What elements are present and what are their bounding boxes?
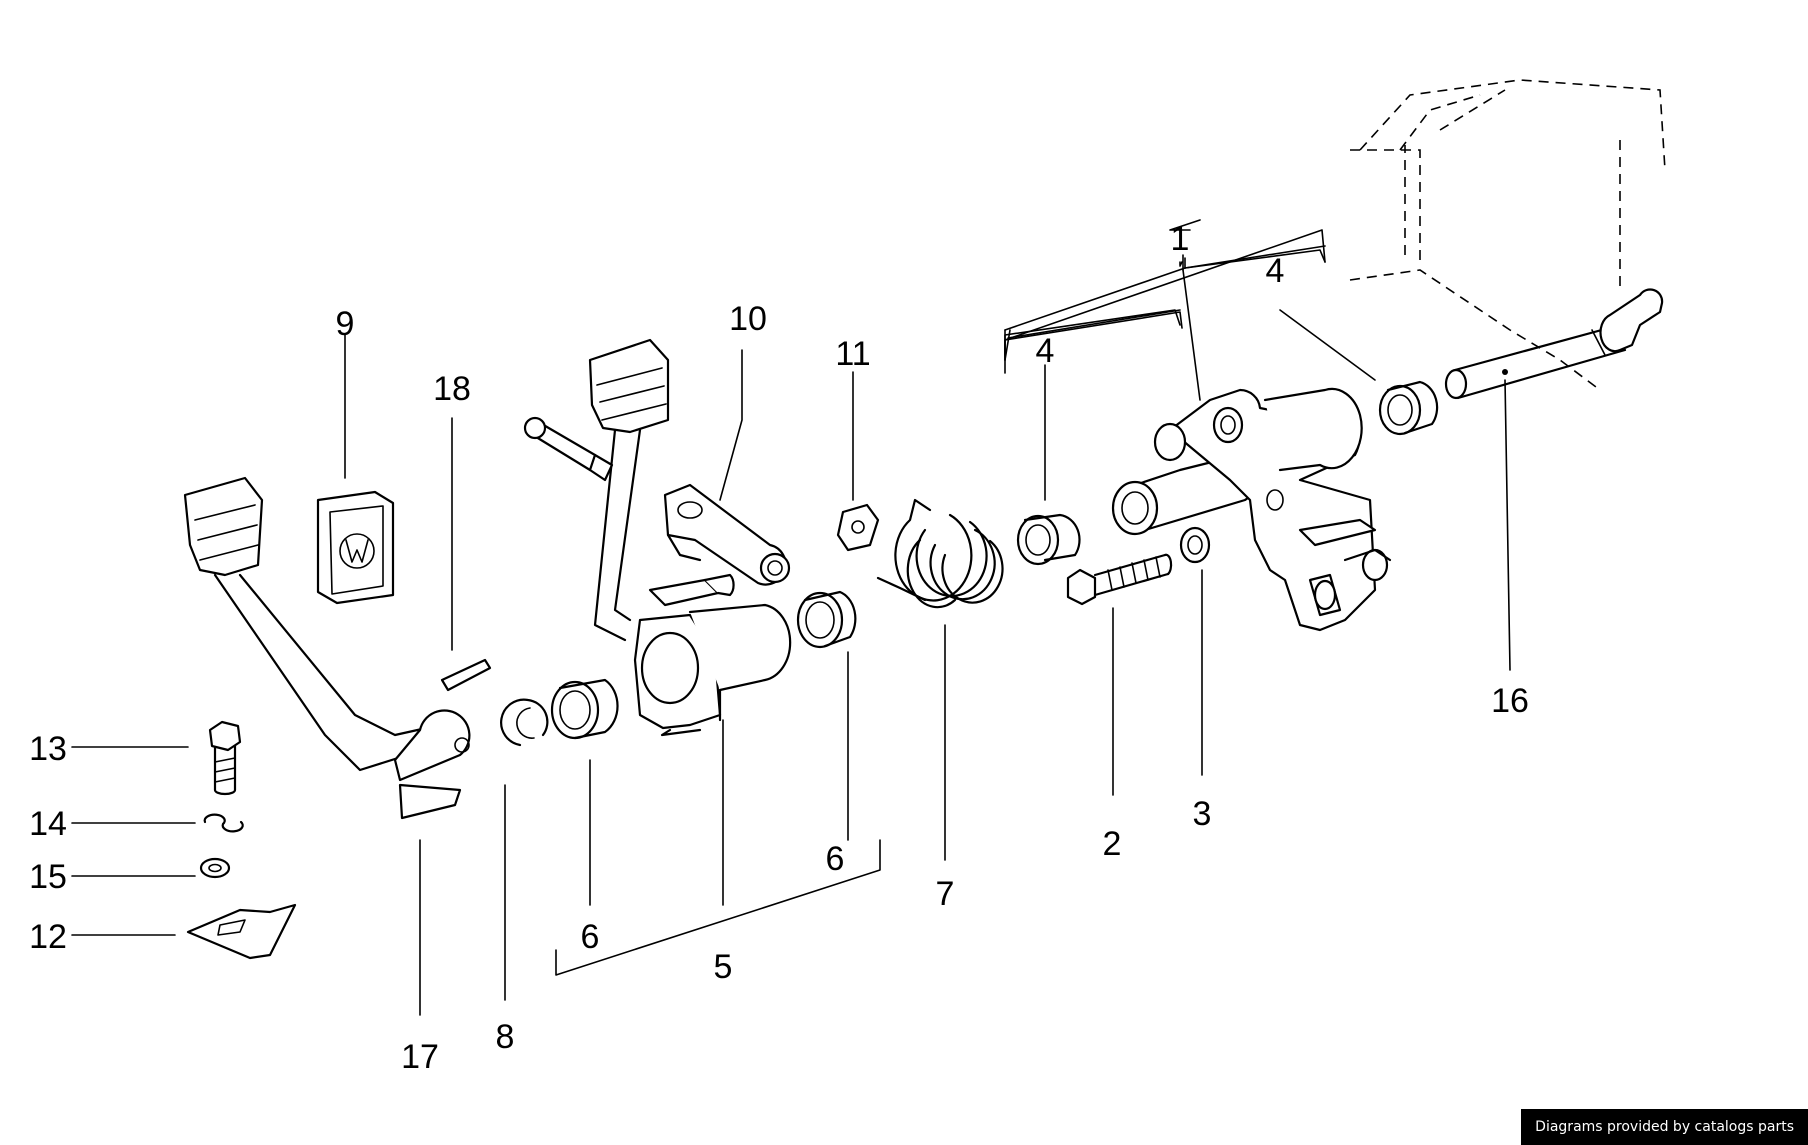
- callout-3: 3: [1193, 795, 1212, 833]
- brake-pedal-assembly: [523, 338, 792, 737]
- circlip-8: [500, 698, 549, 747]
- clutch-pedal-arm: [183, 476, 471, 820]
- pedal-shaft-16: [1444, 288, 1664, 400]
- callout-6b: 6: [826, 840, 845, 878]
- callout-17: 17: [401, 1038, 439, 1076]
- callout-4a: 4: [1036, 332, 1055, 370]
- callout-10: 10: [729, 300, 767, 338]
- lock-plate-12: [186, 903, 297, 960]
- diagram-credit-badge: Diagrams provided by catalogs parts: [1521, 1109, 1808, 1145]
- bushing-6-right: [796, 590, 857, 649]
- lock-washer-14: [203, 813, 244, 833]
- bushing-4-right: [1378, 380, 1439, 436]
- washer-3: [1179, 526, 1211, 564]
- callout-16: 16: [1491, 682, 1529, 720]
- bracket-leaders: [71, 229, 1511, 1016]
- callout-8: 8: [496, 1018, 515, 1056]
- bushing-6-left: [550, 678, 619, 740]
- lever-10: [663, 483, 791, 586]
- callout-11: 11: [835, 335, 870, 373]
- callout-9: 9: [336, 305, 355, 343]
- callout-13: 13: [29, 730, 67, 768]
- callout-1: 1: [1171, 220, 1190, 258]
- callout-4b: 4: [1266, 252, 1285, 290]
- bolt-13: [208, 720, 242, 796]
- callout-5: 5: [714, 948, 733, 986]
- callout-6a: 6: [581, 918, 600, 956]
- washer-15: [199, 857, 231, 879]
- bolt-2: [1066, 553, 1173, 606]
- return-spring-7: [876, 498, 1004, 609]
- callout-18: 18: [433, 370, 471, 408]
- bushing-4-left: [1016, 513, 1081, 566]
- pedal-pad-with-vw-logo: [316, 490, 395, 605]
- callout-15: 15: [29, 858, 67, 896]
- clip-11: [836, 503, 880, 552]
- callout-7: 7: [936, 875, 955, 913]
- callout-labels: 1 2 3 4 4 5 6 6 7 8 9 10 11 12 13 14 15 …: [29, 220, 1529, 1076]
- vehicle-body-outline: [1349, 79, 1666, 391]
- pin-18: [440, 658, 492, 692]
- callout-12: 12: [29, 918, 67, 956]
- pedal-bracket-1: [1111, 387, 1392, 632]
- callout-2: 2: [1103, 825, 1122, 863]
- callout-14: 14: [29, 805, 67, 843]
